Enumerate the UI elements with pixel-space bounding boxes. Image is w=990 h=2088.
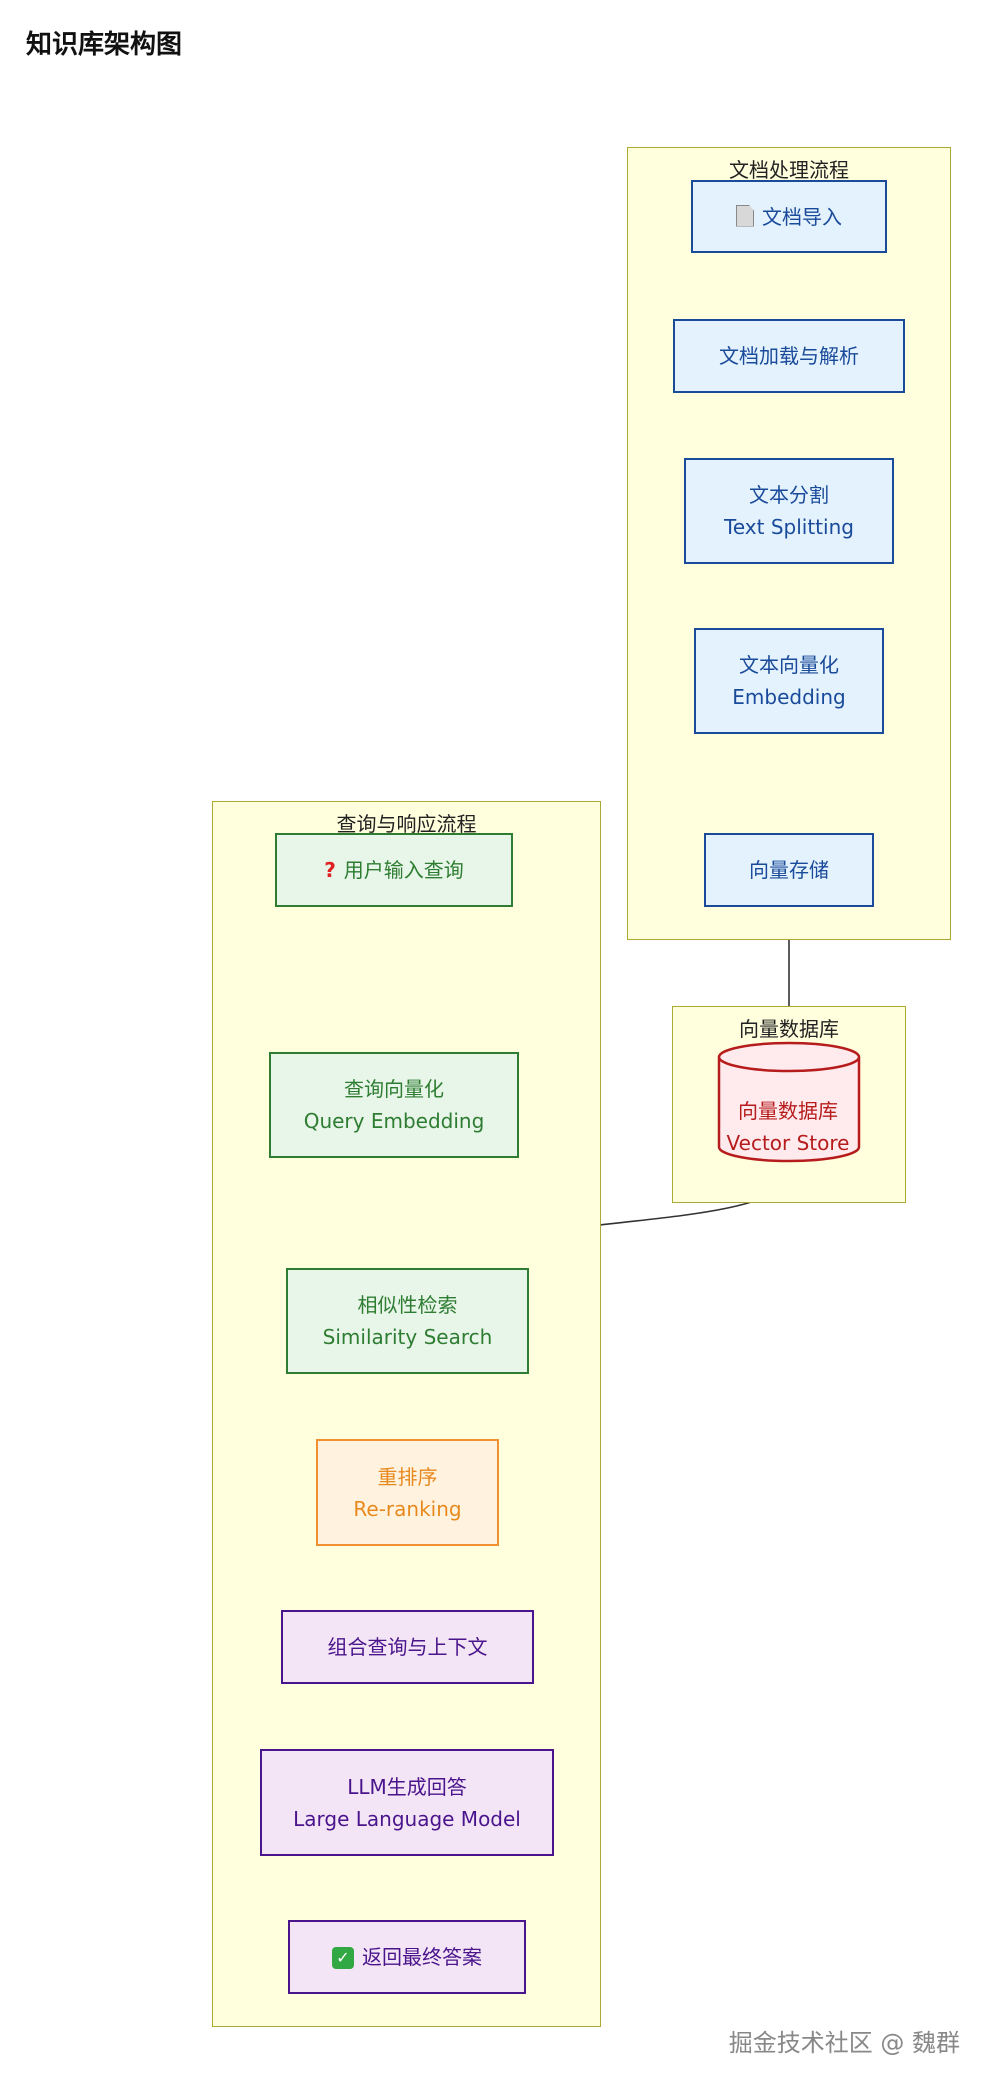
node-doc-load: 文档加载与解析 (673, 319, 905, 393)
node-final: ✓ 返回最终答案 (288, 1920, 526, 1994)
node-text-split-line2: Text Splitting (724, 515, 854, 539)
node-user-query: ? 用户输入查询 (275, 833, 513, 907)
node-rerank-line1: 重排序 (377, 1464, 438, 1489)
node-similarity: 相似性检索 Similarity Search (286, 1268, 529, 1374)
node-text-embed-line1: 文本向量化 (739, 653, 839, 677)
node-rerank-line2: Re-ranking (353, 1496, 462, 1521)
cluster-query-response-label: 查询与响应流程 (336, 812, 477, 836)
node-query-embed: 查询向量化 Query Embedding (269, 1052, 519, 1158)
node-final-label: 返回最终答案 (362, 1945, 482, 1969)
node-query-embed-line1: 查询向量化 (344, 1077, 444, 1101)
page-title: 知识库架构图 (26, 30, 183, 60)
node-vector-store (717, 1041, 861, 1163)
node-vector-save-label: 向量存储 (749, 858, 829, 882)
node-text-split-line1: 文本分割 (749, 483, 829, 507)
watermark: 掘金技术社区 @ 魏群 (728, 2029, 960, 2057)
node-vector-store-label: 向量数据库 Vector Store (718, 1095, 858, 1159)
node-vector-store-line2: Vector Store (726, 1131, 850, 1155)
document-icon (736, 204, 754, 227)
node-doc-load-label: 文档加载与解析 (719, 344, 859, 368)
node-llm: LLM生成回答 Large Language Model (260, 1749, 554, 1856)
node-text-embed-line2: Embedding (732, 685, 846, 709)
node-text-embed: 文本向量化 Embedding (694, 628, 884, 734)
cluster-vector-db-label: 向量数据库 (739, 1017, 839, 1041)
node-combine: 组合查询与上下文 (281, 1610, 534, 1684)
check-mark-icon: ✓ (332, 1947, 354, 1969)
cluster-doc-processing-label: 文档处理流程 (729, 158, 849, 182)
node-similarity-line2: Similarity Search (322, 1325, 493, 1349)
node-text-split: 文本分割 Text Splitting (684, 458, 894, 564)
node-query-embed-line2: Query Embedding (303, 1109, 485, 1133)
node-user-query-label: 用户输入查询 (343, 858, 464, 882)
question-mark-icon: ? (324, 858, 336, 882)
node-llm-line1: LLM生成回答 (347, 1774, 467, 1799)
node-vector-store-line1: 向量数据库 (738, 1099, 838, 1123)
node-combine-label: 组合查询与上下文 (327, 1635, 488, 1659)
node-rerank: 重排序 Re-ranking (316, 1439, 499, 1546)
node-doc-import-label: 文档导入 (762, 204, 842, 229)
node-vector-save: 向量存储 (704, 833, 874, 907)
node-doc-import: 文档导入 (691, 180, 887, 253)
node-llm-line2: Large Language Model (293, 1806, 521, 1831)
node-similarity-line1: 相似性检索 (357, 1293, 458, 1317)
